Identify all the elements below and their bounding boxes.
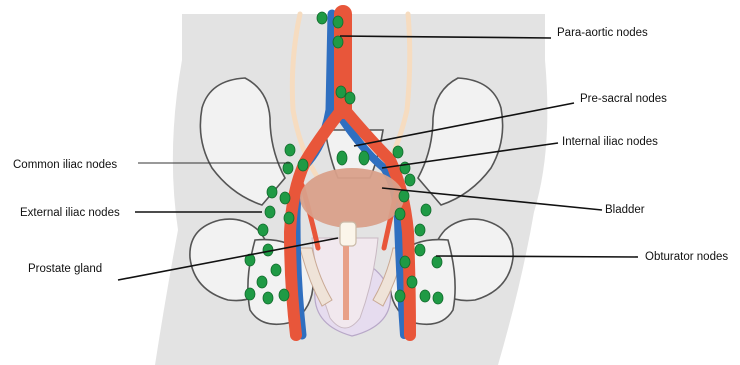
bladder-label: Bladder (605, 204, 645, 216)
prostate-gland-label: Prostate gland (28, 263, 102, 275)
internal-iliac-nodes-label: Internal iliac nodes (562, 136, 658, 148)
external-iliac-nodes-label: External iliac nodes (20, 207, 120, 219)
pre-sacral-nodes-label: Pre-sacral nodes (580, 93, 667, 105)
common-iliac-nodes-label: Common iliac nodes (13, 159, 117, 171)
para-aortic-nodes-label: Para-aortic nodes (557, 27, 648, 39)
bladder (300, 168, 404, 228)
obturator-nodes-label: Obturator nodes (645, 251, 728, 263)
